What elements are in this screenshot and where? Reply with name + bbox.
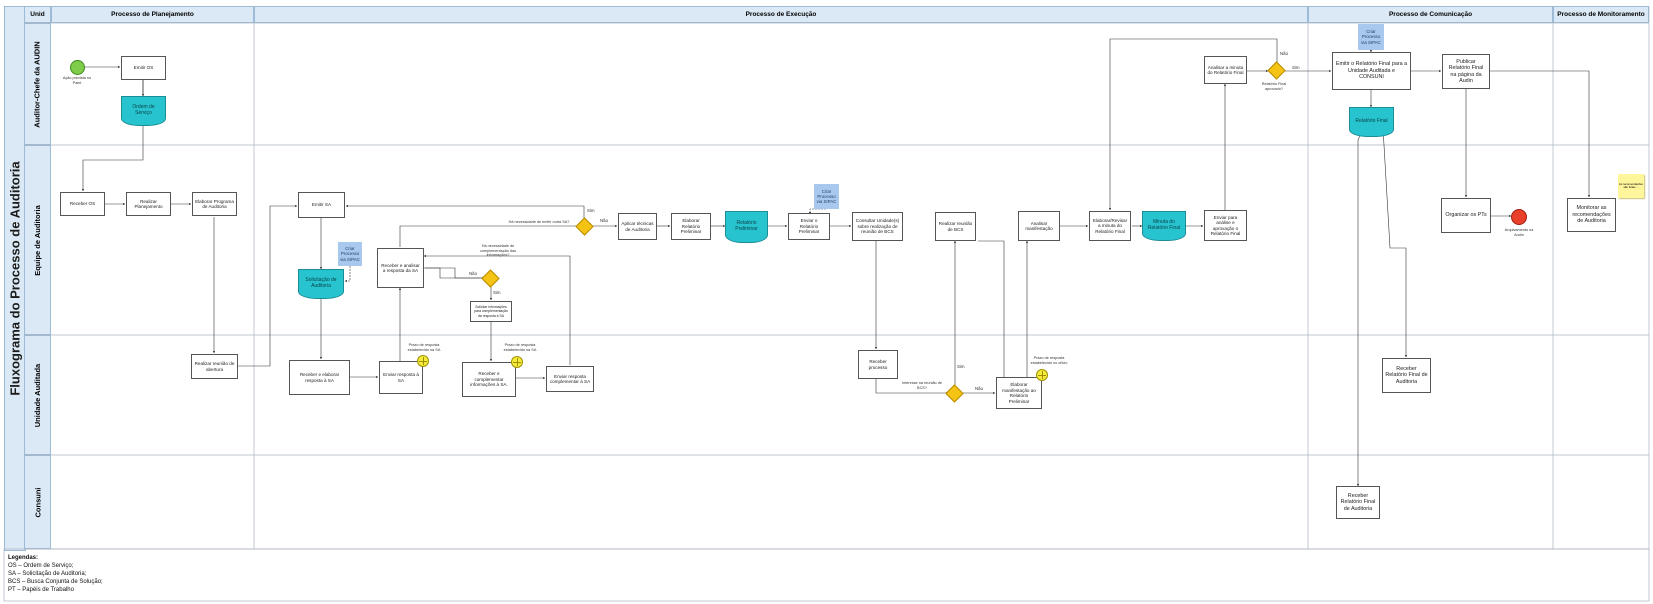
- label-prazo-sa: Prazo de resposta estabelecido na SA: [407, 343, 441, 352]
- edge-gateway-nao-analisar: [425, 267, 484, 279]
- edge-sipac-rel-enviar: [808, 208, 826, 215]
- task-enviar-complementar: Enviar resposta complementar à SA: [546, 366, 594, 392]
- legend-item: PT – Papéis de Trabalho: [8, 587, 74, 593]
- note-sipac-sa: Criar Processo via SIPAC: [338, 242, 362, 266]
- column-header-monitoramento-text: Processo de Monitoramento: [1557, 11, 1645, 18]
- task-receber-os: Receber OS: [60, 192, 105, 216]
- label-sim-final: Sim: [1292, 65, 1300, 70]
- label-sim-complementar: Sim: [493, 290, 501, 295]
- label-q-final: Relatório Final aprovado?: [1261, 82, 1287, 91]
- edge-reuniao-manifestacao: [978, 240, 1005, 377]
- end-event: [1511, 209, 1527, 225]
- edge-gateway2-sim-emitir-sa: [345, 204, 585, 219]
- edge-sipac-sa-doc: [344, 266, 351, 283]
- task-realizar-reuniao-bcs: Realizar reunião de BCS: [935, 212, 976, 241]
- task-elaborar-minuta: Elaborar/Revisar a minuta do Relatório F…: [1089, 211, 1131, 241]
- label-q-bcs: Interesse na reunião de BCS?: [902, 381, 942, 390]
- task-receber-rel-final-consuni: Receber Relatório Final de Auditoria: [1336, 486, 1380, 519]
- column-header-planejamento: Processo de Planejamento: [51, 6, 254, 23]
- label-sim-bcs: Sim: [957, 364, 965, 369]
- label-q-complementar: Há necessidade de complementação das inf…: [479, 244, 517, 258]
- legend-heading: Legendas:: [8, 555, 39, 561]
- start-event-label: Ação prevista no Paint: [62, 76, 92, 85]
- task-elaborar-manifestacao: Elaborar manifestação ao Relatório Preli…: [996, 377, 1042, 409]
- document-solicitacao-auditoria: Solicitação de Auditoria: [298, 269, 344, 299]
- edge-processo-gateway-bcs: [875, 379, 949, 395]
- lane-header-consuni: Consuni: [24, 455, 51, 549]
- task-analisar-manifestacao: Analisar manifestação: [1018, 211, 1060, 241]
- task-receber-complementar: Receber e complementar informações à SA.: [462, 362, 516, 397]
- label-nao-complementar: Não: [469, 271, 478, 276]
- column-header-execucao-text: Processo de Execução: [745, 11, 817, 18]
- label-prazo-oficio: Prazo de resposta estabelecido no ofício: [1030, 356, 1068, 365]
- timer-icon-prazo-sa2: [511, 356, 523, 368]
- edge-reuniao-emitir-sa: [238, 204, 298, 367]
- sticky-note: As recomendações são feitas ...: [1618, 174, 1644, 198]
- label-prazo-sa2: Prazo de resposta estabelecido na SA: [503, 343, 537, 352]
- start-event: [70, 60, 85, 75]
- task-aplicar-tecnicas: Aplicar técnicas de Auditoria: [618, 213, 657, 240]
- task-enviar-aprovacao: Enviar para análise e aprovação o Relató…: [1204, 210, 1247, 241]
- document-minuta-final: Minuta do Relatório Final: [1142, 211, 1186, 241]
- task-analisar-minuta: Analisar a minuta do Relatório Final: [1204, 56, 1247, 84]
- task-solicitar-info: Solicitar informações para complementaçã…: [470, 301, 512, 322]
- column-header-execucao: Processo de Execução: [254, 6, 1308, 23]
- task-receber-processo: Receber processo: [858, 350, 898, 379]
- label-nao-final: Não: [1280, 51, 1289, 56]
- legend-item: BCS – Busca Conjunta de Solução;: [8, 579, 103, 585]
- timer-icon-prazo-oficio: [1036, 369, 1048, 381]
- document-relatorio-preliminar: Relatório Preliminar: [725, 211, 768, 243]
- edge-analisar-gateway2: [399, 224, 585, 247]
- task-reuniao-abertura: Realizar reunião de abertura: [191, 354, 238, 379]
- label-nao-bcs: Não: [975, 386, 984, 391]
- corner-header: Unid: [24, 6, 51, 23]
- timer-icon-prazo-sa: [417, 355, 429, 367]
- legend-item: OS – Ordem de Serviço;: [8, 563, 74, 569]
- task-emitir-rel-final: Emitir o Relatório Final para a Unidade …: [1332, 52, 1411, 90]
- task-realizar-planejamento: Realizar Planejamento: [126, 192, 171, 216]
- legend: Legendas: OS – Ordem de Serviço; SA – So…: [8, 554, 103, 594]
- task-publicar-rel-final: Publicar Relatório Final na página da Au…: [1442, 54, 1490, 89]
- task-organizar-pts: Organizar os PTs: [1441, 198, 1491, 233]
- lane-header-unidade: Unidade Auditada: [24, 335, 51, 455]
- column-header-monitoramento: Processo de Monitoramento: [1553, 6, 1649, 23]
- task-receber-rel-final-ua: Receber Relatório Final de Auditoria: [1382, 358, 1431, 393]
- task-elaborar-rel-pre: Elaborar Relatório Preliminar: [671, 213, 711, 240]
- task-consultar-unidade: Consultar Unidade(s) sobre realização de…: [852, 212, 903, 241]
- task-receber-analisar-resposta: Receber e analisar a resposta da SA: [377, 248, 424, 288]
- column-header-comunicacao-text: Processo de Comunicação: [1388, 11, 1473, 18]
- label-nao-outra-sa: Não: [600, 218, 609, 223]
- legend-item: SA – Solicitação de Auditoria;: [8, 571, 87, 577]
- task-receber-elaborar-resposta: Receber e elaborar resposta à SA: [289, 360, 350, 395]
- column-header-comunicacao: Processo de Comunicação: [1308, 6, 1553, 23]
- task-enviar-rel-pre: Enviar o Relatório Preliminar: [788, 213, 830, 240]
- document-relatorio-final: Relatório Final: [1349, 107, 1394, 137]
- edge-publicar-monitorar: [1489, 70, 1591, 198]
- end-event-label: Arquivamento na Audin: [1504, 228, 1534, 237]
- note-sipac-rel: Criar Processo via SIPAC: [814, 184, 839, 209]
- edge-doc-final-ua: [1382, 127, 1408, 358]
- note-sipac-final: Criar Processo via SIPAC: [1358, 24, 1384, 50]
- label-q-solicitacoes: Há necessidade de emitir outra SA?: [508, 220, 570, 224]
- edge-doc-final-consuni: [1356, 127, 1364, 487]
- label-sim-outra-sa: Sim: [587, 208, 595, 213]
- task-emitir-os: Emitir OS: [121, 56, 166, 80]
- task-elaborar-programa: Elaborar Programa de Auditoria: [192, 192, 237, 216]
- task-emitir-sa: Emitir SA: [298, 192, 345, 218]
- corner-header-text: Unid: [30, 11, 45, 18]
- lane-header-auditor-chefe: Auditor-Chefe da AUDIN: [24, 23, 51, 145]
- edge-final-nao-minuta: [1108, 38, 1278, 211]
- task-monitorar: Monitorar as recomendações de Auditoria: [1567, 198, 1616, 232]
- edge-enviar-comp-analisar: [423, 254, 571, 365]
- document-ordem-servico: Ordem de Serviço: [121, 96, 166, 126]
- task-enviar-resposta-sa: Enviar resposta à SA: [379, 361, 423, 394]
- lane-header-equipe: Equipe de Auditoria: [24, 145, 51, 335]
- column-header-planejamento-text: Processo de Planejamento: [111, 11, 194, 18]
